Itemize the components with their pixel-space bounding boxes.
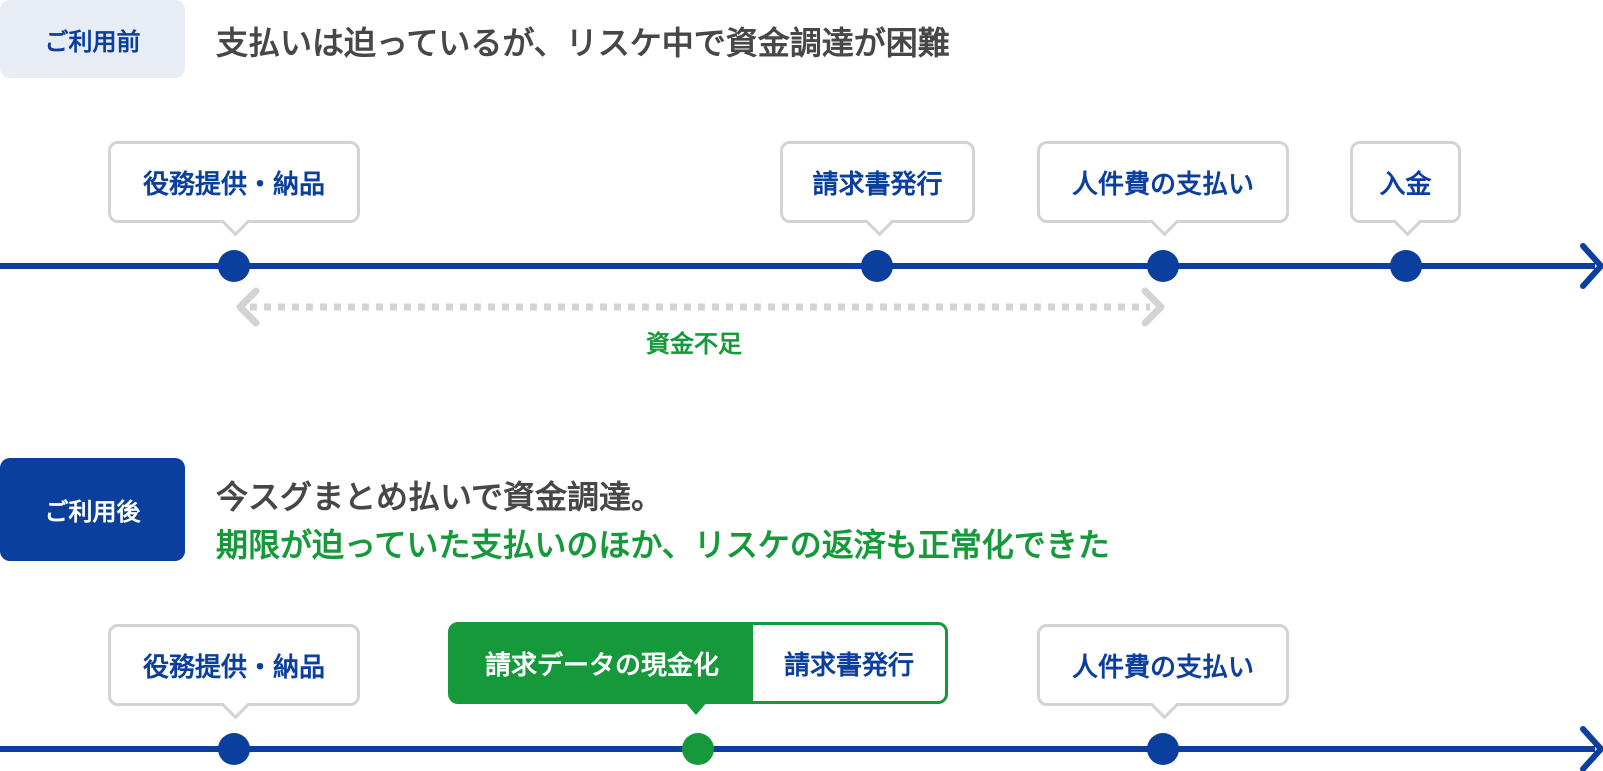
shortage-arrowhead-right	[1141, 287, 1165, 327]
event-label: 請求書発行	[812, 169, 943, 200]
milestone-dot	[218, 250, 250, 282]
event-service-delivery-after: 役務提供・納品	[108, 624, 360, 720]
combo-tail	[684, 701, 708, 715]
shortage-arrowhead-left	[236, 287, 260, 327]
milestone-dot	[1147, 733, 1179, 765]
after-badge: ご利用後	[0, 458, 185, 561]
event-label: 入金	[1379, 169, 1432, 200]
milestone-dot	[1390, 250, 1422, 282]
invoice-data-cashout: 請求データの現金化	[451, 625, 753, 701]
event-service-delivery-before: 役務提供・納品	[108, 141, 360, 237]
milestone-dot	[861, 250, 893, 282]
event-invoice-issue-before: 請求書発行	[780, 141, 975, 237]
invoice-issue-after: 請求書発行	[783, 650, 914, 681]
before-heading: 支払いは迫っているが、リスケ中で資金調達が困難	[216, 24, 950, 62]
shortage-label: 資金不足	[646, 330, 742, 358]
event-label: 役務提供・納品	[142, 169, 325, 200]
milestone-dot	[1147, 250, 1179, 282]
event-payroll-before: 人件費の支払い	[1037, 141, 1289, 237]
timeline-arrowhead-before	[1580, 243, 1603, 289]
after-heading-line1: 今スグまとめ払いで資金調達。	[216, 478, 664, 516]
event-label: 人件費の支払い	[1071, 652, 1254, 683]
event-label: 役務提供・納品	[142, 652, 325, 683]
event-label: 人件費の支払い	[1071, 169, 1254, 200]
cashout-invoice-combo: 請求データの現金化 請求書発行	[448, 622, 948, 715]
event-payment-received-before: 入金	[1350, 141, 1461, 237]
timeline-arrowhead-after	[1580, 726, 1603, 771]
after-heading-line2: 期限が迫っていた支払いのほか、リスケの返済も正常化できた	[216, 526, 1110, 564]
before-badge: ご利用前	[0, 0, 185, 78]
milestone-dot-highlight	[682, 733, 714, 765]
milestone-dot	[218, 733, 250, 765]
event-payroll-after: 人件費の支払い	[1037, 624, 1289, 720]
